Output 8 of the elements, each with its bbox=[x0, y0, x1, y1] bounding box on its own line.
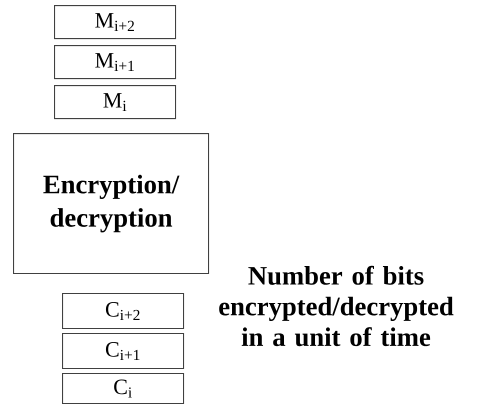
block-box: M$_{i+2}$ bbox=[54, 5, 176, 40]
block-box: M$_{i}$ bbox=[54, 85, 176, 120]
block-box: C$_{i}$ bbox=[62, 373, 184, 404]
block-box: M$_{i+1}$ bbox=[54, 45, 176, 80]
block-box: C$_{i+2}$ bbox=[62, 293, 184, 330]
caption-text: Number of bits encrypted/decrypted in a unit of time bbox=[219, 266, 454, 346]
process-box: Encryption/ decryption bbox=[13, 133, 210, 274]
block-box: C$_{i+1}$ bbox=[62, 333, 184, 370]
